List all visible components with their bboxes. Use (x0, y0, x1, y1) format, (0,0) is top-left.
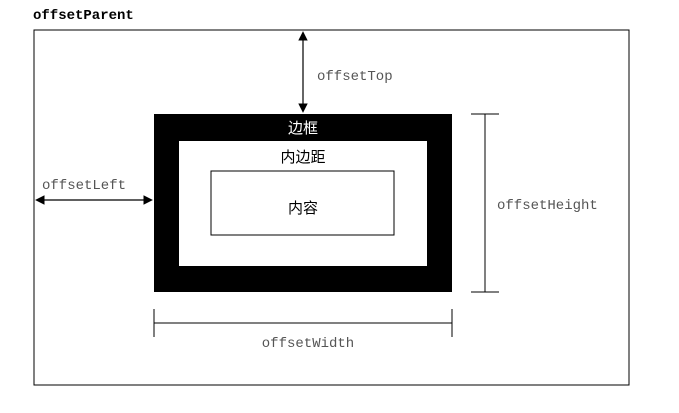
padding-label: 内边距 (280, 148, 325, 166)
offset-width-label: offsetWidth (262, 336, 354, 352)
offset-height-bracket (471, 113, 499, 293)
diagram-title: offsetParent (33, 8, 134, 24)
offset-top-label: offsetTop (317, 69, 393, 85)
offset-width-bracket (153, 309, 453, 337)
offset-height-label: offsetHeight (497, 198, 598, 214)
content-label: 内容 (288, 199, 318, 217)
element-content-box (210, 170, 395, 236)
border-label: 边框 (288, 119, 318, 137)
offset-left-label: offsetLeft (42, 178, 126, 194)
